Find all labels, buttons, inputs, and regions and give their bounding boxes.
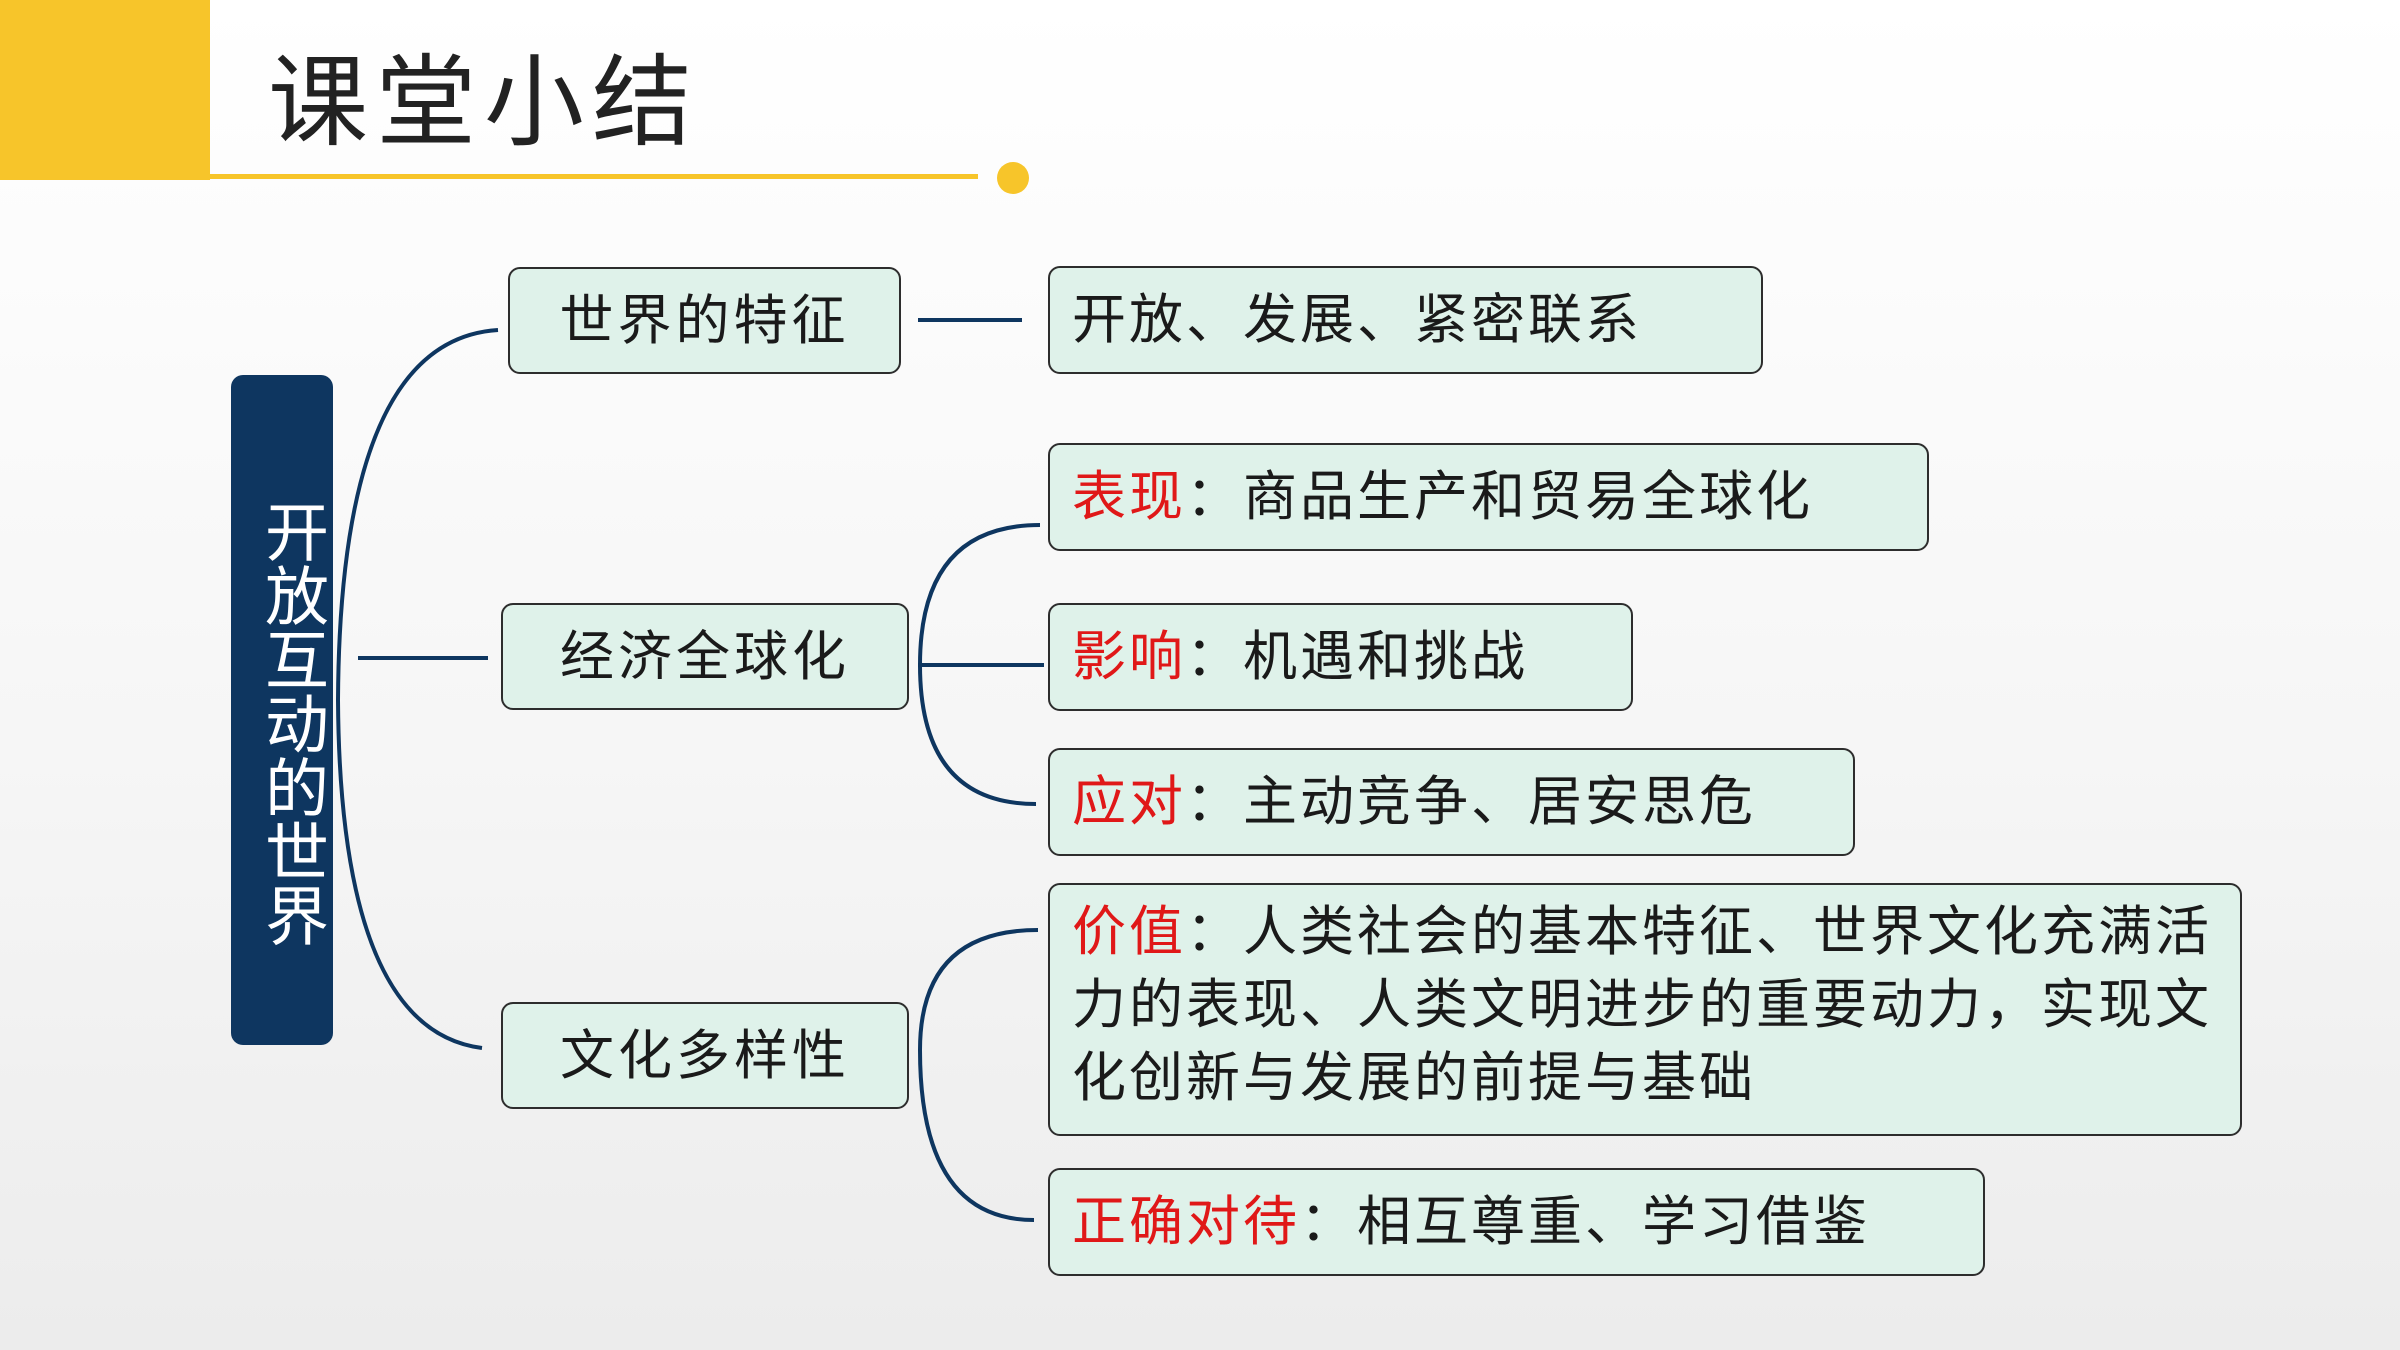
connector-branch2-bottom [918, 664, 1037, 806]
leaf-text: ：人类社会的基本特征、世界文化充满活力的表现、人类文明进步的重要动力，实现文化创… [1072, 900, 2212, 1109]
branch-label: 文化多样性 [560, 1023, 850, 1087]
leaf-keyword: 价值 [1072, 900, 1186, 963]
slide-title: 课堂小结 [268, 44, 700, 161]
title-dot [997, 162, 1029, 194]
leaf-correct-treatment: 正确对待：相互尊重、学习借鉴 [1048, 1168, 1985, 1276]
leaf-impact: 影响：机遇和挑战 [1048, 603, 1633, 711]
connector-root-branch3 [336, 699, 483, 1050]
leaf-value: 价值：人类社会的基本特征、世界文化充满活力的表现、人类文明进步的重要动力，实现文… [1048, 883, 2242, 1136]
leaf-text: ：商品生产和贸易全球化 [1186, 465, 1813, 528]
title-accent-block [0, 0, 210, 180]
connector-root-branch1 [336, 328, 499, 701]
leaf-keyword: 影响 [1072, 625, 1186, 688]
leaf-text: 开放、发展、紧密联系 [1072, 288, 1642, 351]
title-underline [210, 174, 978, 179]
branch-cultural-diversity: 文化多样性 [501, 1002, 909, 1109]
leaf-keyword: 应对 [1072, 770, 1186, 833]
branch-world-features: 世界的特征 [508, 267, 901, 374]
leaf-manifestation: 表现：商品生产和贸易全球化 [1048, 443, 1929, 551]
root-label: 开放互动的世界 [254, 499, 328, 947]
branch-label: 世界的特征 [559, 288, 850, 352]
leaf-world-features: 开放、发展、紧密联系 [1048, 266, 1763, 374]
mindmap-root: 开放互动的世界 [231, 375, 333, 1045]
leaf-keyword: 表现 [1072, 465, 1186, 528]
connector-branch2-top [918, 523, 1041, 666]
leaf-response: 应对：主动竞争、居安思危 [1048, 748, 1855, 856]
connector-branch3-bottom [918, 1049, 1035, 1222]
leaf-text: ：机遇和挑战 [1186, 625, 1528, 688]
branch-label: 经济全球化 [560, 624, 850, 688]
leaf-text: ：相互尊重、学习借鉴 [1300, 1190, 1870, 1253]
leaf-paragraph: 价值：人类社会的基本特征、世界文化充满活力的表现、人类文明进步的重要动力，实现文… [1072, 895, 2218, 1114]
leaf-text: ：主动竞争、居安思危 [1186, 770, 1756, 833]
connector-branch3-top [918, 928, 1039, 1051]
branch-economic-globalization: 经济全球化 [501, 603, 909, 710]
leaf-keyword: 正确对待 [1072, 1190, 1300, 1253]
